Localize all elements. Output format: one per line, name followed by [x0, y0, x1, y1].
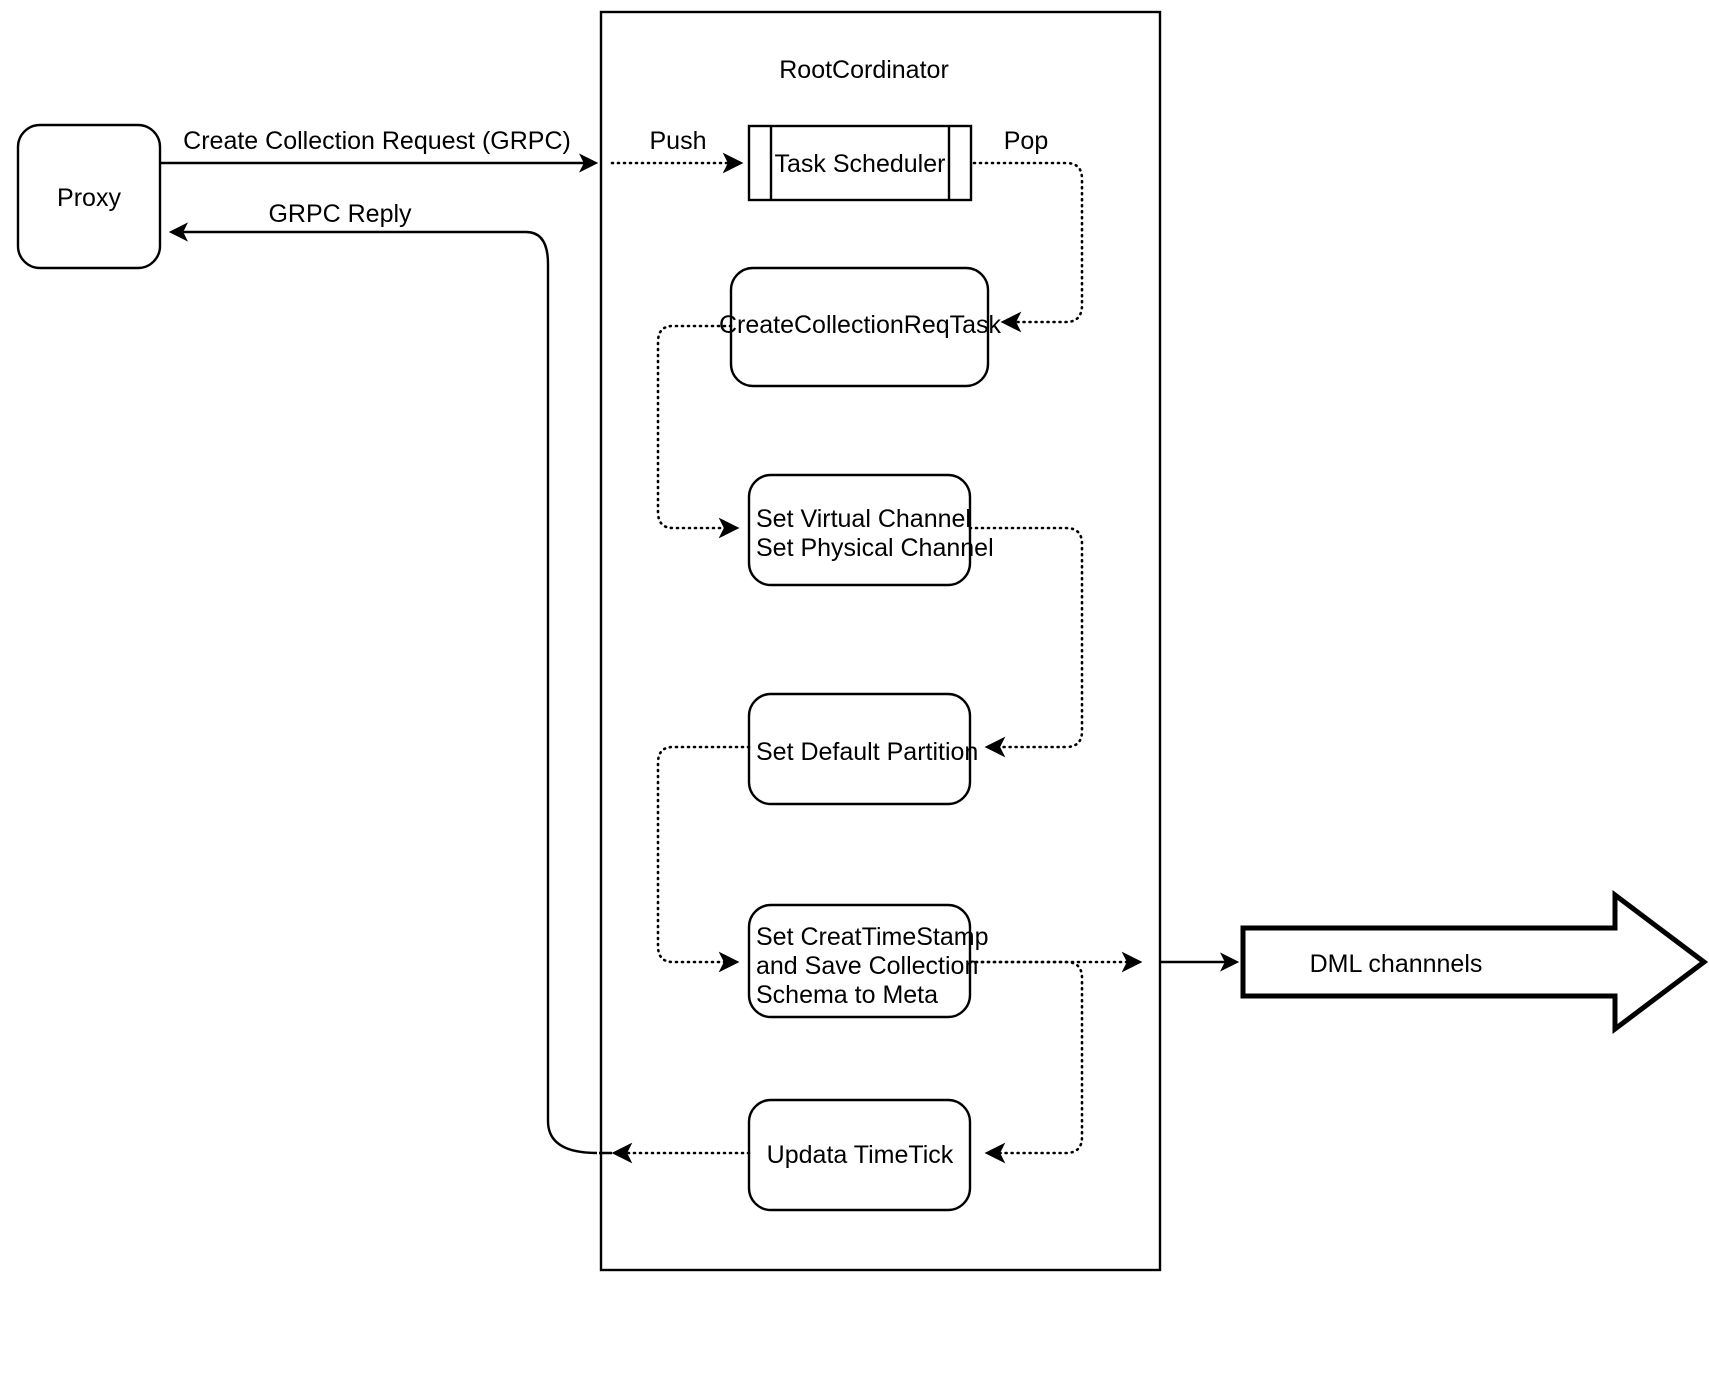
node-update-timetick-label: Updata TimeTick	[767, 1141, 954, 1169]
node-set-channel-label-line2: Set Physical Channel	[756, 534, 994, 562]
node-dml-channels[interactable]: DML channnels	[1240, 889, 1709, 1035]
edge-set-channel-to-default-partition	[968, 526, 1084, 758]
node-dml-channels-label: DML channnels	[1310, 950, 1483, 978]
edge-grpc-reply-label: GRPC Reply	[268, 200, 412, 228]
edge-default-partition-to-timestamp	[656, 745, 751, 973]
rootcordinator-title: RootCordinator	[779, 56, 949, 84]
edge-push-label: Push	[650, 127, 707, 155]
edge-pop: Pop	[972, 127, 1084, 333]
node-set-channel-label-line1: Set Virtual Channel	[756, 505, 971, 533]
node-set-default-partition-label: Set Default Partition	[756, 738, 978, 766]
edge-create-collection-request: Create Collection Request (GRPC)	[160, 127, 599, 173]
node-create-collection-req-task[interactable]: CreateCollectionReqTask	[719, 266, 1002, 388]
node-proxy-label: Proxy	[57, 184, 121, 212]
edge-task-to-set-channel	[656, 324, 740, 539]
edge-push: Push	[610, 127, 744, 174]
node-set-create-timestamp-label-line2: and Save Collection	[756, 952, 978, 980]
node-update-timetick[interactable]: Updata TimeTick	[747, 1098, 972, 1212]
edge-timestamp-to-timetick	[968, 960, 1084, 1164]
node-set-default-partition[interactable]: Set Default Partition	[747, 692, 978, 806]
node-task-scheduler-label: Task Scheduler	[775, 150, 946, 178]
node-proxy[interactable]: Proxy	[16, 123, 162, 270]
node-set-create-timestamp-label-line3: Schema to Meta	[756, 981, 938, 1009]
edge-pop-label: Pop	[1004, 127, 1048, 155]
node-set-channel[interactable]: Set Virtual Channel Set Physical Channel	[747, 473, 994, 587]
node-create-collection-req-task-label: CreateCollectionReqTask	[719, 311, 1002, 339]
edge-grpc-reply: GRPC Reply	[172, 200, 612, 1155]
node-set-create-timestamp-label-line1: Set CreatTimeStamp	[756, 923, 988, 951]
node-task-scheduler[interactable]: Task Scheduler	[747, 124, 973, 202]
node-set-create-timestamp[interactable]: Set CreatTimeStamp and Save Collection S…	[747, 903, 988, 1019]
edge-create-collection-request-label: Create Collection Request (GRPC)	[183, 127, 571, 155]
rootcordinator-container: RootCordinator	[599, 10, 1162, 1272]
